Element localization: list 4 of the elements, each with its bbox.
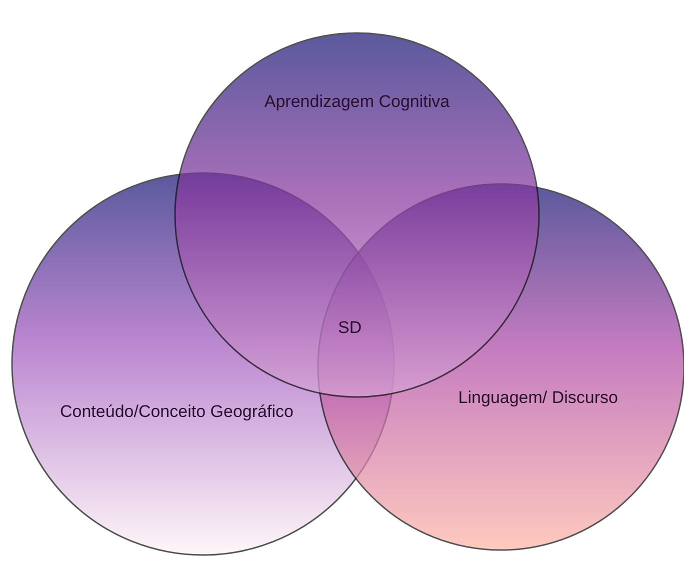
circle-label: Conteúdo/Conceito Geográfico [60, 401, 294, 423]
circle-label: Linguagem/ Discurso [458, 387, 618, 409]
intersection-label: SD [338, 317, 362, 339]
circle-label: Aprendizagem Cognitiva [263, 91, 451, 113]
